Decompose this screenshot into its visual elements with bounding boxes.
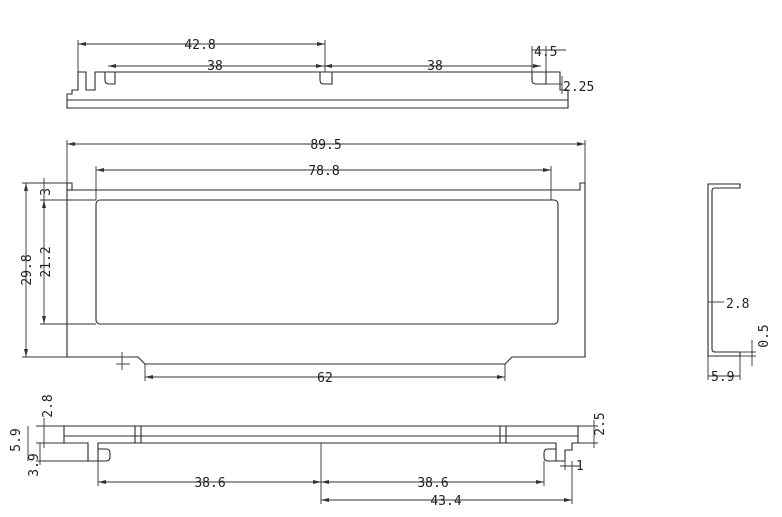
- dim-label: 43.4: [430, 494, 461, 509]
- top-view-slot-left: [104, 72, 116, 85]
- dim-label: 42.8: [184, 38, 215, 53]
- arrow: [67, 142, 75, 146]
- dim-label: 62: [317, 371, 333, 386]
- arrow: [321, 480, 329, 484]
- arrow: [324, 64, 332, 68]
- dim-label: 21.2: [39, 246, 54, 277]
- arrow: [313, 480, 321, 484]
- arrow: [321, 498, 329, 502]
- dim-label: 3: [39, 188, 54, 196]
- front-view-outline: [66, 182, 586, 365]
- arrow: [564, 498, 572, 502]
- dim-label: 78.8: [308, 164, 339, 179]
- arrow: [543, 168, 551, 172]
- dim-label: 4.5: [534, 45, 557, 60]
- arrow: [577, 142, 585, 146]
- bottom-view: 2.8 5.9 3.9 38.6 38.6 43.4 2.5 1: [9, 394, 608, 509]
- top-view-slot-right: [531, 72, 547, 85]
- arrow: [98, 480, 106, 484]
- top-view-outline: [66, 71, 569, 109]
- side-view: 2.8 0.5 5.9: [707, 183, 772, 385]
- side-view-profile: [707, 183, 741, 357]
- arrow: [108, 64, 116, 68]
- arrow: [78, 42, 86, 46]
- dim-label: 38.6: [417, 476, 448, 491]
- top-view-slot-middle: [319, 72, 333, 85]
- arrow: [536, 480, 544, 484]
- arrow: [24, 183, 28, 191]
- dim-label: 2.25: [563, 80, 594, 95]
- arrow: [533, 64, 541, 68]
- dim-label: 89.5: [310, 138, 341, 153]
- dim-label: 5.9: [9, 428, 24, 451]
- dim-label: 3.9: [27, 453, 42, 476]
- dim-label: 38: [207, 59, 223, 74]
- dim-label: 2.8: [726, 297, 749, 312]
- dim-label: 2.8: [41, 394, 56, 417]
- dim-label: 29.8: [20, 254, 35, 285]
- arrow: [145, 375, 153, 379]
- dim-label: 1: [576, 459, 584, 474]
- dim-label: 38.6: [194, 476, 225, 491]
- dim-label: 5.9: [711, 370, 734, 385]
- dim-label: 2.5: [593, 412, 608, 435]
- window-opening: [95, 199, 559, 325]
- front-view: 89.5 78.8 29.8 3 21.2: [20, 138, 586, 386]
- arrow: [317, 42, 325, 46]
- bottom-view-slot-left: [98, 448, 111, 462]
- top-view: 42.8 38 38 4.5 2.25: [66, 38, 594, 109]
- arrow: [24, 349, 28, 357]
- arrow: [42, 316, 46, 324]
- arrow: [497, 375, 505, 379]
- dim-label: 0.5: [757, 324, 772, 347]
- arrow: [316, 64, 324, 68]
- bottom-view-slot-right: [543, 448, 556, 462]
- arrow: [42, 200, 46, 208]
- dim-label: 38: [427, 59, 443, 74]
- arrow: [96, 168, 104, 172]
